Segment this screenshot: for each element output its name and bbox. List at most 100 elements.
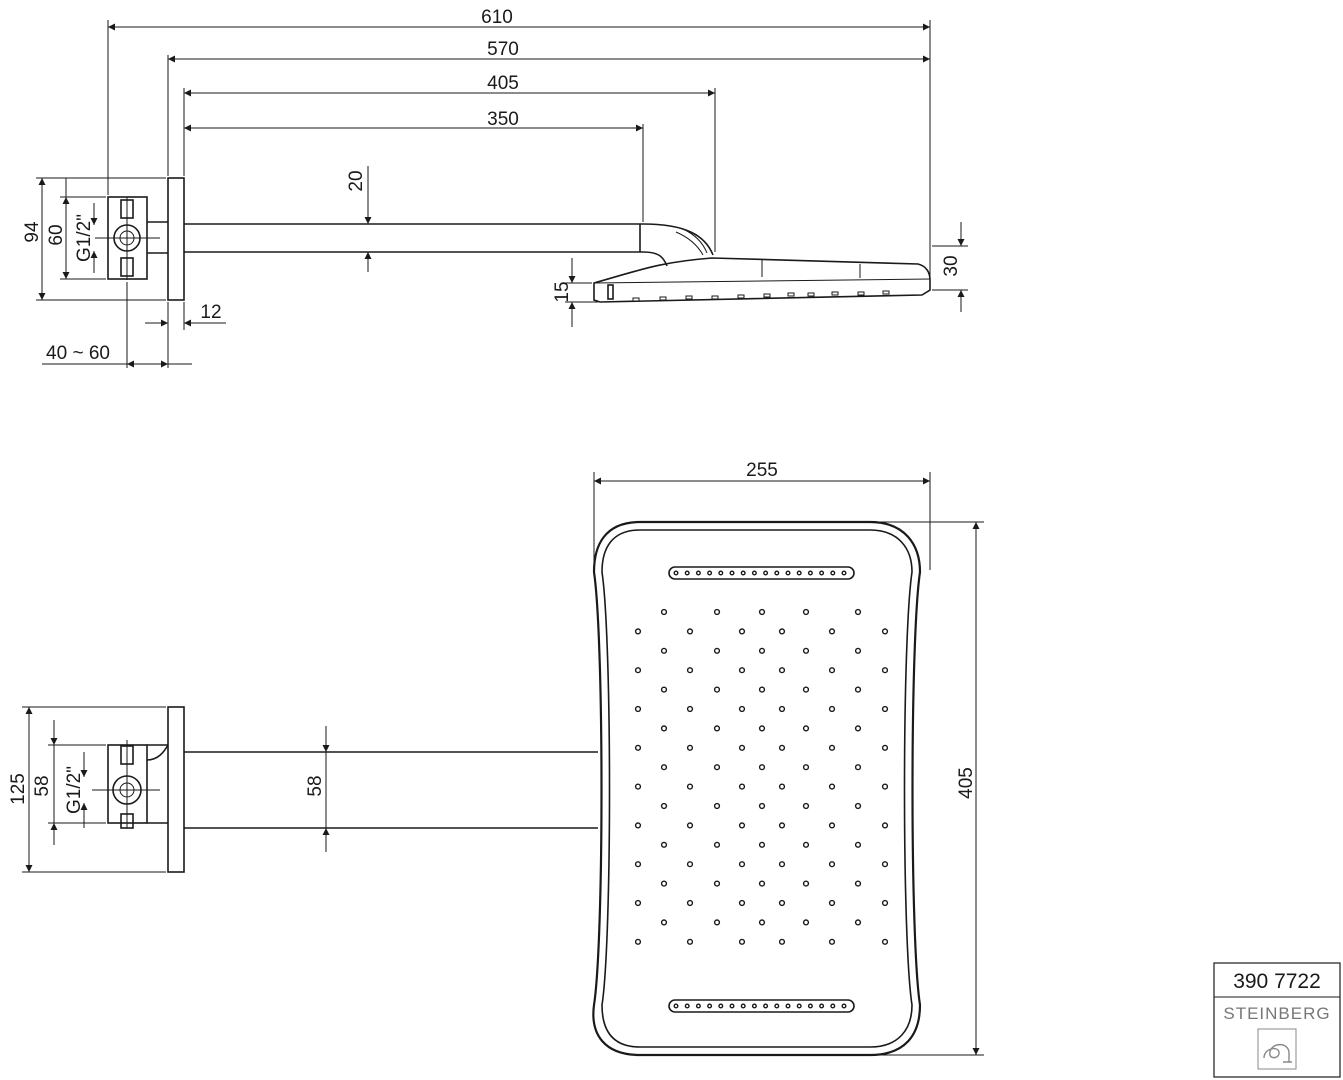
spray-nozzle (828, 938, 836, 945)
slot-nozzle (785, 570, 791, 576)
spray-nozzle (778, 744, 786, 751)
slot-bottom-nozzles (673, 1003, 847, 1009)
spray-nozzle (828, 628, 836, 635)
brand-name: STEINBERG (1223, 1004, 1330, 1023)
slot-nozzle (695, 570, 701, 576)
spray-nozzle (802, 764, 810, 771)
spray-nozzle (758, 647, 766, 654)
spray-nozzle (634, 783, 642, 790)
slot-nozzle (841, 1003, 847, 1009)
spray-nozzle (660, 725, 668, 732)
slot-nozzle (751, 1003, 757, 1009)
spray-nozzle (881, 822, 889, 829)
slot-nozzle (707, 1003, 713, 1009)
spray-nozzle (854, 919, 862, 926)
spray-nozzle (634, 861, 642, 868)
dim-255: 255 (746, 460, 778, 481)
spray-nozzle (778, 628, 786, 635)
spray-nozzle (758, 841, 766, 848)
spray-nozzle (660, 686, 668, 693)
steinberg-logo-icon (1257, 1028, 1297, 1070)
slot-nozzle (807, 1003, 813, 1009)
spray-nozzle (802, 880, 810, 887)
spray-nozzle (634, 705, 642, 713)
dim-405-top: 405 (956, 767, 977, 799)
spray-nozzle (881, 705, 889, 713)
dim-12: 12 (200, 302, 221, 323)
spray-nozzle (828, 783, 836, 790)
spray-nozzle (713, 764, 721, 771)
spray-nozzle (778, 783, 786, 790)
spray-nozzle (713, 880, 721, 887)
spray-nozzle (660, 802, 668, 810)
nozzles-side (607, 284, 890, 302)
spray-nozzle (713, 686, 721, 693)
dim-58-body: 58 (32, 775, 53, 796)
spray-nozzle (713, 725, 721, 732)
spray-nozzle (854, 608, 862, 616)
slot-nozzle (774, 570, 780, 576)
spray-nozzle (854, 647, 862, 654)
spray-nozzle (828, 861, 836, 868)
spray-nozzle (686, 822, 694, 829)
spray-nozzle (881, 744, 889, 751)
spray-nozzle (881, 667, 889, 674)
slot-nozzle (695, 1003, 701, 1009)
spray-nozzle (828, 822, 836, 829)
slot-nozzle (796, 570, 802, 576)
spray-nozzle (758, 802, 766, 810)
dim-610: 610 (481, 7, 513, 28)
spray-nozzle (713, 802, 721, 810)
slot-nozzle (819, 570, 825, 576)
spray-nozzle (881, 861, 889, 868)
slot-nozzle (718, 570, 724, 576)
spray-nozzle (686, 667, 694, 674)
spray-nozzle (778, 938, 786, 945)
spray-nozzle (634, 667, 642, 674)
spray-nozzle (758, 725, 766, 732)
slot-nozzle (796, 1003, 802, 1009)
title-block: 390 7722 STEINBERG (1213, 962, 1341, 1078)
spray-nozzle (778, 899, 786, 907)
spray-nozzle (758, 764, 766, 771)
spray-nozzle (713, 919, 721, 926)
wall-flange-top (167, 706, 185, 873)
spray-nozzle (828, 705, 836, 713)
slot-nozzle (740, 1003, 746, 1009)
spray-nozzle (738, 861, 746, 868)
spray-nozzle (778, 705, 786, 713)
dim-125: 125 (8, 773, 29, 805)
spray-nozzle (802, 841, 810, 848)
slot-nozzle (684, 570, 690, 576)
slot-nozzle (718, 1003, 724, 1009)
spray-nozzle (634, 899, 642, 907)
spray-nozzle (686, 628, 694, 635)
spray-nozzle (881, 628, 889, 635)
shower-head-side (593, 257, 931, 303)
spray-nozzle (660, 764, 668, 771)
spray-nozzle (778, 861, 786, 868)
spray-nozzle (634, 938, 642, 945)
spray-nozzle (634, 628, 642, 635)
spray-nozzle (634, 744, 642, 751)
top-view: 255 405 125 58 G1/2" 58 (8, 460, 984, 1057)
spray-nozzle (738, 899, 746, 907)
spray-nozzle (660, 919, 668, 926)
spray-nozzle (828, 667, 836, 674)
shower-head-outline (592, 520, 922, 1057)
spray-nozzle (660, 880, 668, 887)
slot-nozzle (830, 570, 836, 576)
spray-nozzle (881, 783, 889, 790)
spray-nozzle (802, 919, 810, 926)
dim-570: 570 (487, 39, 519, 60)
spray-nozzle (686, 783, 694, 790)
spray-nozzle (854, 841, 862, 848)
slot-nozzle (830, 1003, 836, 1009)
spray-nozzle (738, 744, 746, 751)
product-code: 390 7722 (1233, 970, 1321, 993)
nozzle-slot-bottom (668, 999, 855, 1013)
spray-nozzle (738, 938, 746, 945)
slot-nozzle (729, 570, 735, 576)
dim-60: 60 (46, 224, 67, 245)
spray-nozzle (778, 667, 786, 674)
